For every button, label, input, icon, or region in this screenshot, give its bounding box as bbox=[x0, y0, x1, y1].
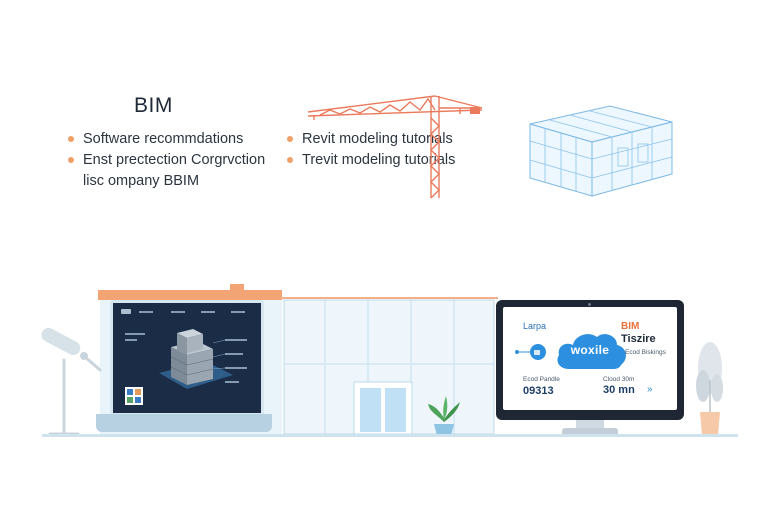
bullet-item: Software recommdations bbox=[68, 131, 243, 147]
bullet-text: Enst prectection Corgrvction bbox=[83, 152, 266, 168]
tall-plant-icon bbox=[696, 342, 723, 436]
monitor-stand bbox=[562, 428, 618, 435]
roof-line bbox=[280, 297, 498, 299]
stat-left-value: 09313 bbox=[523, 385, 554, 397]
bullet-item: Trevit modeling tutorials bbox=[287, 152, 455, 168]
bullet-item: Enst prectection Corgrvction bbox=[68, 152, 265, 168]
cloud-icon bbox=[557, 334, 626, 369]
bullet-dot-icon bbox=[287, 136, 293, 142]
screen-side-title-1: BIM bbox=[621, 321, 640, 332]
monitor-neck bbox=[576, 420, 604, 430]
bullet-text: Software recommdations bbox=[83, 131, 244, 147]
screen-side-caption: Ecod Biskings bbox=[625, 349, 666, 356]
forward-icon: » bbox=[647, 384, 653, 395]
bullet-dot-icon bbox=[68, 136, 74, 142]
glass-facade bbox=[283, 299, 495, 435]
laptop-screen bbox=[110, 300, 264, 416]
crane-illustration bbox=[307, 95, 483, 199]
bullet-text: Revit modeling tutorials bbox=[302, 131, 453, 147]
stat-right-label: Clood 30m bbox=[603, 376, 635, 383]
bim-3d-model-illustration bbox=[121, 309, 247, 405]
laptop-base bbox=[96, 414, 272, 432]
bullet-dot-icon bbox=[68, 157, 74, 163]
screen-logo: Larpa bbox=[523, 321, 547, 331]
roof-band bbox=[98, 290, 282, 300]
cloud-label: woxile bbox=[570, 343, 610, 357]
stat-left-label: Ecod Pandle bbox=[523, 376, 560, 383]
bullet-dot-icon bbox=[287, 157, 293, 163]
connector-icon bbox=[515, 344, 546, 360]
potted-plant-icon bbox=[428, 396, 460, 436]
blueprint-building-illustration bbox=[529, 105, 673, 197]
monitor-screen: Larpa woxile BIM Tiszire Ecod Biskings E… bbox=[503, 307, 677, 410]
floor-line bbox=[42, 434, 738, 437]
bullet-item: Revit modeling tutorials bbox=[287, 131, 453, 147]
stat-right-value: 30 mn bbox=[603, 384, 635, 396]
screen-side-title-2: Tiszire bbox=[621, 333, 656, 345]
roof-vent bbox=[230, 284, 244, 292]
bullet-text: Trevit modeling tutorials bbox=[302, 152, 456, 168]
bullet-continuation: lisc ompany BBIM bbox=[83, 173, 200, 189]
webcam-icon bbox=[588, 303, 591, 306]
page-title: BIM bbox=[134, 94, 173, 117]
